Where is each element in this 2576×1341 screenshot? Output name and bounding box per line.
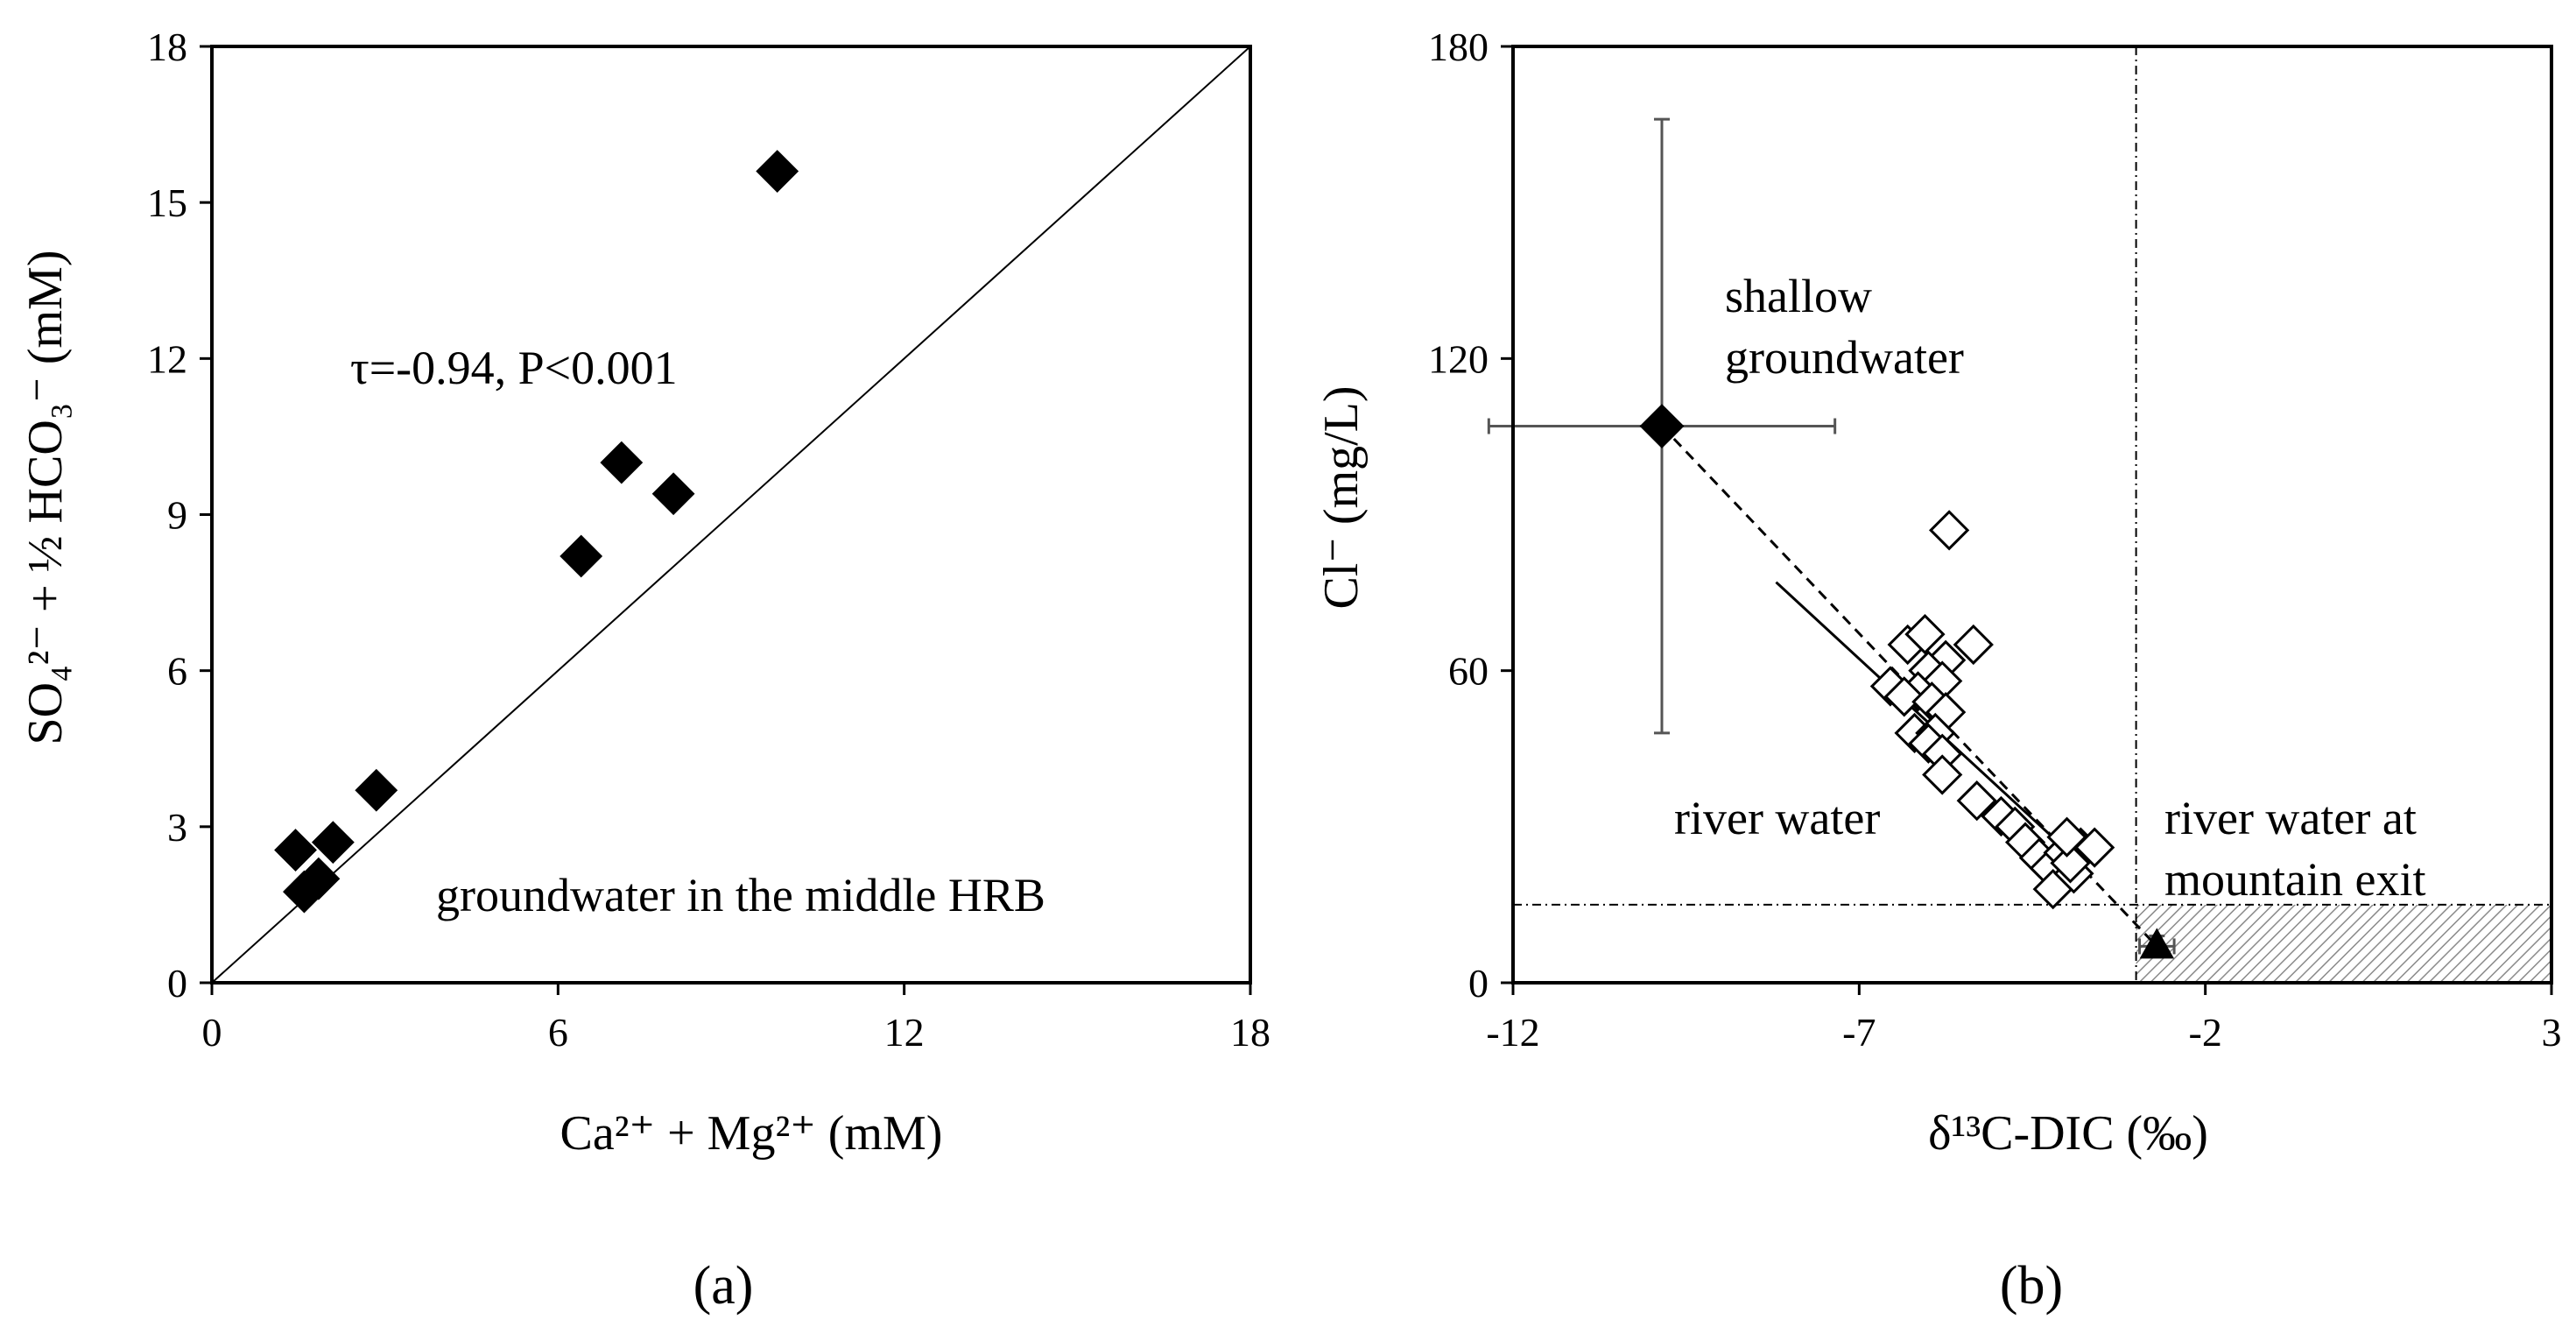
x-tick-label: -12 <box>1486 1010 1539 1055</box>
groundwater-point <box>297 857 341 900</box>
panel-b-scatter-plot: -12 -7 -2 3 0 60 120 180 δ¹³C-DIC (‰) Cl⁻ (mg/L… <box>1314 25 2562 1316</box>
mountain-exit-point <box>2139 928 2175 959</box>
panel-b-caption: (b) <box>2000 1256 2063 1316</box>
panel-a-data-points <box>274 150 799 914</box>
groundwater-point <box>600 441 644 484</box>
panel-a-plot-frame <box>210 45 1252 985</box>
panel-a-caption: (a) <box>693 1256 754 1316</box>
y-tick-label: 60 <box>1448 649 1489 694</box>
panel-a-y-axis-label: SO₄²⁻ + ½ HCO₃⁻ (mM) <box>18 250 73 745</box>
groundwater-point <box>560 534 603 578</box>
river-water-point <box>1956 780 1997 822</box>
panel-b-mountain-exit-shaded-region <box>2136 904 2551 983</box>
y-tick-label: 3 <box>167 805 187 850</box>
panel-a-ticks: 0 6 12 18 0 3 6 9 12 15 18 <box>147 25 1270 1055</box>
x-tick-label: 3 <box>2542 1010 2562 1055</box>
y-tick-label: 18 <box>147 25 187 69</box>
panel-b-y-axis-label: Cl⁻ (mg/L) <box>1314 385 1369 609</box>
y-tick-label: 15 <box>147 180 187 225</box>
y-tick-label: 12 <box>147 336 187 381</box>
river-water-point <box>2046 816 2087 858</box>
river-water-point <box>1928 510 1970 551</box>
panel-a-reference-line <box>211 46 1251 984</box>
groundwater-point <box>274 829 317 872</box>
y-tick-label: 0 <box>167 961 187 1006</box>
panel-b-data-points <box>1639 404 2175 959</box>
one-to-one-line <box>211 46 1251 984</box>
panel-a-group-annotation: groundwater in the middle HRB <box>436 869 1045 921</box>
river-water-point <box>2050 843 2091 884</box>
y-tick-label: 9 <box>167 493 187 538</box>
x-tick-label: 0 <box>202 1010 222 1055</box>
panel-b-x-axis-label: δ¹³C-DIC (‰) <box>1928 1106 2208 1161</box>
y-tick-label: 6 <box>167 649 187 694</box>
panel-b-plot-frame <box>1511 45 2553 985</box>
x-tick-label: -7 <box>1842 1010 1876 1055</box>
panel-b-river-water-label: river water <box>1674 792 1880 844</box>
y-tick-label: 0 <box>1468 961 1489 1006</box>
groundwater-point <box>651 472 695 516</box>
shallow-groundwater-point <box>1639 404 1685 448</box>
groundwater-point <box>756 150 799 193</box>
river-water-point <box>1953 624 1994 666</box>
river-water-point <box>1922 754 1963 795</box>
panel-b-ticks: -12 -7 -2 3 0 60 120 180 <box>1428 25 2562 1055</box>
river-water-point <box>1904 613 1946 655</box>
panel-a-scatter-plot: 0 6 12 18 0 3 6 9 12 15 18 Ca²⁺ + Mg²⁺ (mM) SO₄²⁻ … <box>18 25 1270 1316</box>
groundwater-point <box>311 821 355 865</box>
panel-a-x-axis-label: Ca²⁺ + Mg²⁺ (mM) <box>560 1106 943 1161</box>
river-water-point <box>1883 676 1925 717</box>
x-tick-label: 12 <box>884 1010 925 1055</box>
x-tick-label: -2 <box>2189 1010 2222 1055</box>
groundwater-point <box>355 768 398 812</box>
x-tick-label: 6 <box>548 1010 568 1055</box>
y-tick-label: 120 <box>1428 336 1489 381</box>
x-tick-label: 18 <box>1230 1010 1270 1055</box>
y-tick-label: 180 <box>1428 25 1489 69</box>
panel-a-statistics-annotation: τ=-0.94, P<0.001 <box>350 342 678 394</box>
